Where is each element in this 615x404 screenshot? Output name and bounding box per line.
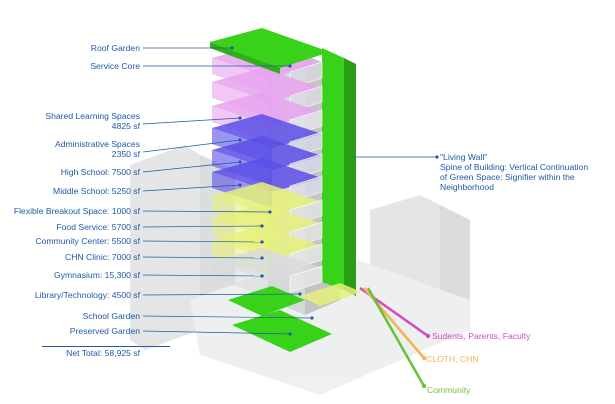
entry-arrow-community: [366, 287, 426, 387]
classroom-box: [289, 265, 323, 293]
living-wall-title: "Living Wall": [440, 152, 488, 162]
leader-dot: [298, 292, 302, 296]
label-flexible-breakout: Flexible Breakout Space: 1000 sf: [13, 206, 140, 216]
floor-slab-top: [212, 182, 322, 216]
leader-line: [142, 293, 301, 296]
garden-strip: [300, 283, 362, 306]
entry-dot-cloth: [421, 355, 427, 361]
school-garden-slab: [228, 286, 305, 316]
leader-dot: [435, 155, 439, 159]
label-middle-school: Middle School: 5250 sf: [53, 186, 140, 196]
net-total: Net Total: 58,925 sf: [66, 348, 140, 358]
living-wall-line-1: Spine of Building: Vertical Continuation: [440, 162, 589, 172]
floor-slab-top: [212, 136, 322, 170]
leader-dot: [260, 274, 264, 278]
entry-label-cloth: CLOTH, CHN: [426, 354, 479, 364]
label-chn-clinic: CHN Clinic: 7000 sf: [65, 252, 140, 262]
net-total-rule: [42, 346, 170, 347]
floor-slab: [212, 248, 323, 298]
leader-line: [142, 184, 241, 192]
leader-dot: [260, 256, 264, 260]
leader-line: [142, 225, 263, 228]
leader-line: [142, 315, 313, 319]
label-library: Library/Technology: 4500 sf: [34, 290, 140, 300]
leader-line: [142, 240, 263, 243]
floor-slab-top: [212, 226, 322, 260]
leader-line: [142, 117, 241, 125]
leader-dot: [238, 183, 242, 187]
floor-slab-top: [212, 158, 322, 192]
leader-dot: [238, 160, 242, 164]
context-masses: [130, 145, 470, 395]
leader-line: [142, 139, 241, 153]
context-mass-right-side: [440, 205, 470, 310]
entry-label-students: Sudents, Parents, Faculty: [432, 331, 531, 341]
leader-dot: [288, 64, 292, 68]
leader-line: [142, 161, 241, 173]
leader-dot: [238, 138, 242, 142]
living-wall-line-2: of Green Space: Signifier within the: [440, 172, 575, 182]
entry-arrows: [359, 286, 431, 389]
living-wall-line-3: Neighborhood: [440, 182, 494, 192]
leader-dot: [230, 46, 234, 50]
label-high-school: High School: 7500 sf: [60, 167, 140, 177]
floor-slab-side: [212, 262, 272, 298]
entry-dot-community: [421, 383, 427, 389]
leader-dot: [288, 332, 292, 336]
label-gymnasium: Gymnasium: 15,300 sf: [54, 270, 140, 280]
leader-line: [142, 256, 263, 259]
entry-label-community: Community: [427, 385, 471, 395]
ground-gardens: [228, 283, 362, 352]
context-mass-left: [130, 145, 200, 350]
leader-lines: [142, 46, 439, 336]
label-community-center: Community Center: 5500 sf: [35, 236, 140, 246]
floor-slab-top: [212, 68, 322, 102]
floor-slab-top: [212, 114, 322, 148]
leader-dot: [238, 116, 242, 120]
leader-dot: [260, 224, 264, 228]
label-food-service: Food Service: 5700 sf: [56, 222, 140, 232]
label-service-core: Service Core: [90, 61, 140, 71]
leader-dot: [268, 210, 272, 214]
floor-slab-top: [212, 92, 322, 126]
living-wall-annotation: "Living Wall" Spine of Building: Vertica…: [440, 152, 588, 192]
label-school-garden: School Garden: [82, 311, 140, 321]
leader-line: [142, 210, 271, 213]
floor-slab-top: [212, 248, 322, 282]
label-roof-garden: Roof Garden: [90, 43, 140, 53]
leader-line: [142, 274, 263, 277]
preserved-garden-slab: [232, 310, 332, 352]
floor-stack: [212, 44, 323, 298]
leader-line: [142, 330, 291, 335]
label-preserved-garden: Preserved Garden: [69, 326, 140, 336]
floor-slab-top: [212, 204, 322, 238]
entry-dot-students: [425, 333, 431, 339]
living-wall: [322, 48, 356, 296]
leader-dot: [260, 240, 264, 244]
leader-dot: [310, 316, 314, 320]
